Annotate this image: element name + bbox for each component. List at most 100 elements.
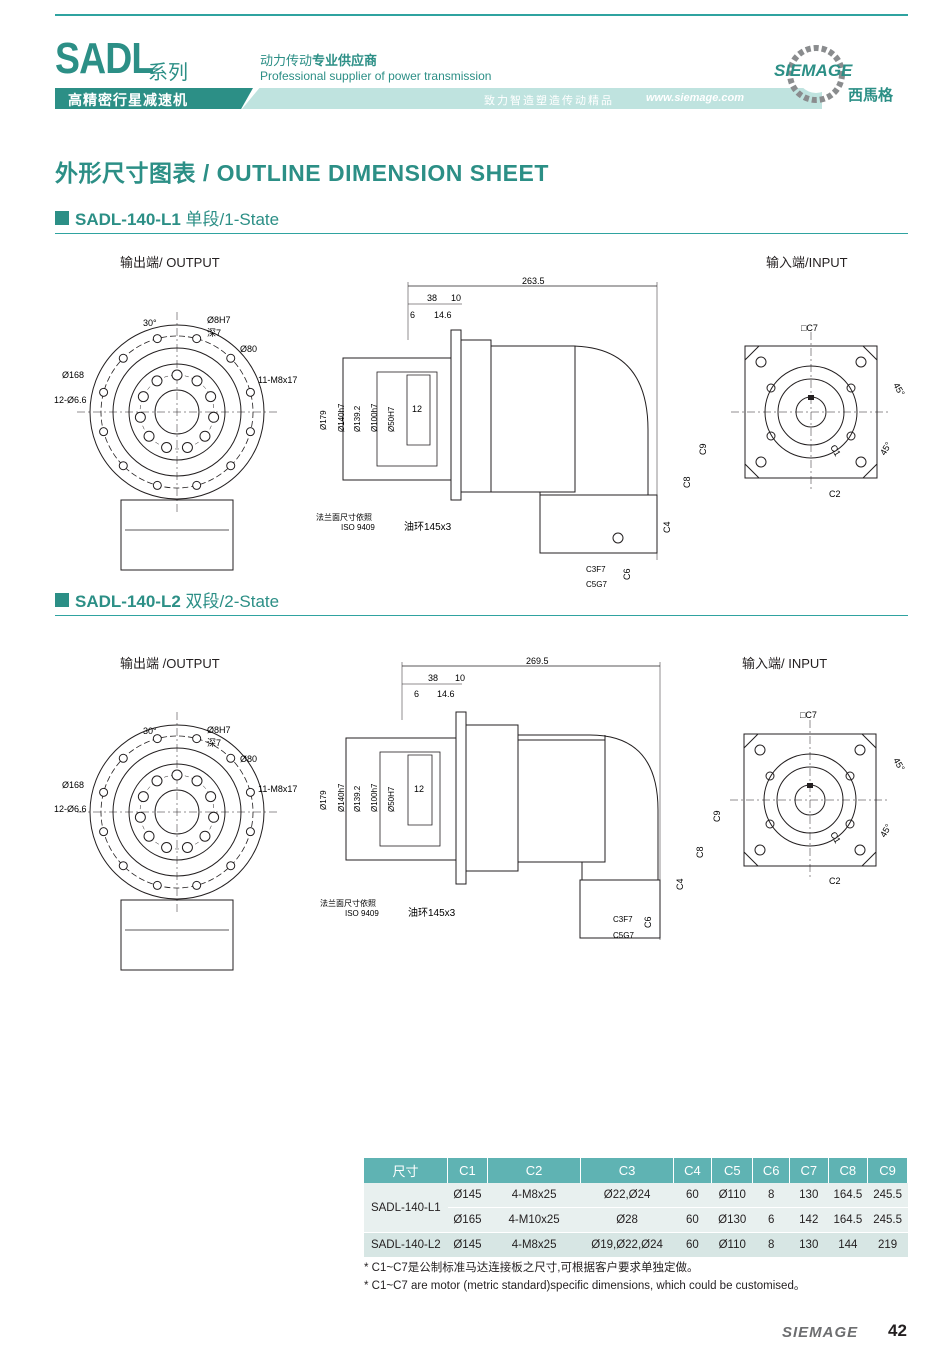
dim-length: 269.5 [526,656,549,666]
technical-drawings: 30° Ø8H7 深7 Ø80 11-M8x17 Ø168 12-Ø6.6 26… [54,276,907,971]
header-cell: C8 [828,1158,869,1183]
output-label: 输出端/ OUTPUT [120,255,220,270]
table-cell: 219 [867,1232,908,1258]
dim-d100: Ø100h7 [370,403,379,432]
bolt-hole [205,391,217,403]
header-cell: C5 [711,1158,754,1183]
section-state: 单段/1-State [185,210,280,229]
dim-c8: C8 [695,846,705,858]
header-cell: C9 [867,1158,908,1183]
table-cell: 6 [752,1207,790,1233]
mount-hole [245,387,255,397]
header-band-light [242,88,822,109]
mount-hole [99,827,109,837]
page-title: 外形尺寸图表 / OUTLINE DIMENSION SHEET [55,160,549,186]
bolt-hole [134,411,146,423]
dim-c3: C3F7 [586,565,606,574]
mount-hole [99,787,109,797]
dim-d140: Ø140h7 [337,783,346,812]
header-cell: C2 [487,1158,582,1183]
input-view-l2: □C7 45° 45° C1 C2 [729,710,907,886]
brand-series: 系列 [148,62,188,84]
mount-hole [226,753,236,763]
model-cell: SADL-140-L2 [364,1232,448,1258]
dim-d139: Ø139.2 [353,785,362,812]
dim-6: 6 [410,310,415,320]
side-view-l2: 269.5 38 10 6 14.6 12 Ø179 Ø140h7 Ø139.2… [319,656,722,940]
bolt-hole [171,769,183,781]
dim-d168: Ø168 [62,780,84,790]
header-cell: C3 [580,1158,674,1183]
dim-c2: C2 [829,876,841,886]
note-en: * C1~C7 are motor (metric standard)speci… [364,1280,806,1292]
table-cell: Ø110 [711,1183,753,1208]
output-label: 输出端 /OUTPUT [120,656,220,671]
logo-text: SIEMAGE [774,61,853,80]
table-cell: 164.5 [828,1183,868,1208]
table-cell: 245.5 [867,1183,908,1208]
dim-45: 45° [891,381,907,398]
footer-brand: SIEMAGE [782,1324,859,1341]
table-cell: 4-M8x25 [487,1183,581,1208]
dim-c6: C6 [643,916,653,928]
table-row: SADL-140-L2 Ø145 4-M8x25 Ø19,Ø22,Ø24 60 … [364,1232,908,1258]
dim-c7: □C7 [801,323,818,333]
dim-d140: Ø140h7 [337,403,346,432]
dim-d50: Ø50H7 [387,406,396,432]
table-cell: Ø19,Ø22,Ø24 [580,1232,674,1258]
mount-hole [152,734,162,744]
dim-d139: Ø139.2 [353,405,362,432]
table-row: Ø165 4-M10x25 Ø28 60 Ø130 6 142 164.5 24… [364,1207,908,1233]
mount-hole [245,787,255,797]
table-cell: 4-M8x25 [487,1232,581,1258]
website-link[interactable]: www.siemage.com [646,92,745,104]
bolt-hole [161,842,173,854]
table-row: SADL-140-L1 Ø145 4-M8x25 Ø22,Ø24 60 Ø110… [364,1183,908,1233]
bolt-hole [134,811,146,823]
dim-c3: C3F7 [613,915,633,924]
slogan: 致力智造塑造传动精品 [484,95,614,107]
bolt-hole [143,430,155,442]
header-cell: C6 [752,1158,790,1183]
dim-38: 38 [427,293,437,303]
dim-45: 45° [878,822,894,839]
dim-12: 12 [414,784,424,794]
mount-hole [245,827,255,837]
dim-c8: C8 [682,476,692,488]
dim-d168: Ø168 [62,370,84,380]
bolt-hole [191,375,203,387]
iso-note: ISO 9409 [345,909,379,918]
bolt-hole [181,842,193,854]
gear-icon [787,45,845,103]
table-cell: 245.5 [867,1207,908,1233]
flange-note: 法兰面尺寸依照 [320,898,376,908]
brand-name: SADL [55,34,154,83]
dim-deep: 深7 [207,328,221,338]
mount-hole [192,334,202,344]
section-title: SADL-140-L1 单段/1-State [75,205,279,230]
dim-length: 263.5 [522,276,545,286]
table-cell: 8 [752,1183,790,1208]
dim-12: 12 [412,404,422,414]
mount-hole [192,880,202,890]
section-state: 双段/2-State [185,592,280,611]
dim-c9: C9 [698,443,708,455]
flange-note: 法兰面尺寸依照 [316,512,372,522]
section-title: SADL-140-L2 双段/2-State [75,587,279,612]
dim-pin: Ø8H7 [207,725,231,735]
dim-14-6: 14.6 [434,310,452,320]
table-header-row: 尺寸 C1 C2 C3 C4 C5 C6 C7 C8 C9 [364,1158,908,1183]
dim-14-6: 14.6 [437,689,455,699]
table-cell: 60 [673,1183,712,1208]
table-cell: 60 [673,1207,712,1233]
dim-c1: C1 [828,443,842,458]
dim-c7: □C7 [800,710,817,720]
bolt-hole [151,775,163,787]
header-cell: C4 [673,1158,713,1183]
input-label: 输入端/ INPUT [742,656,828,671]
section-header-l1: SADL-140-L1 单段/1-State [55,205,908,234]
bolt-pattern [99,734,255,890]
input-view-l1: □C7 45° 45° C1 C2 [730,323,907,499]
output-front-view-l1: 30° Ø8H7 深7 Ø80 11-M8x17 Ø168 12-Ø6.6 [54,311,297,571]
dim-10: 10 [455,673,465,683]
